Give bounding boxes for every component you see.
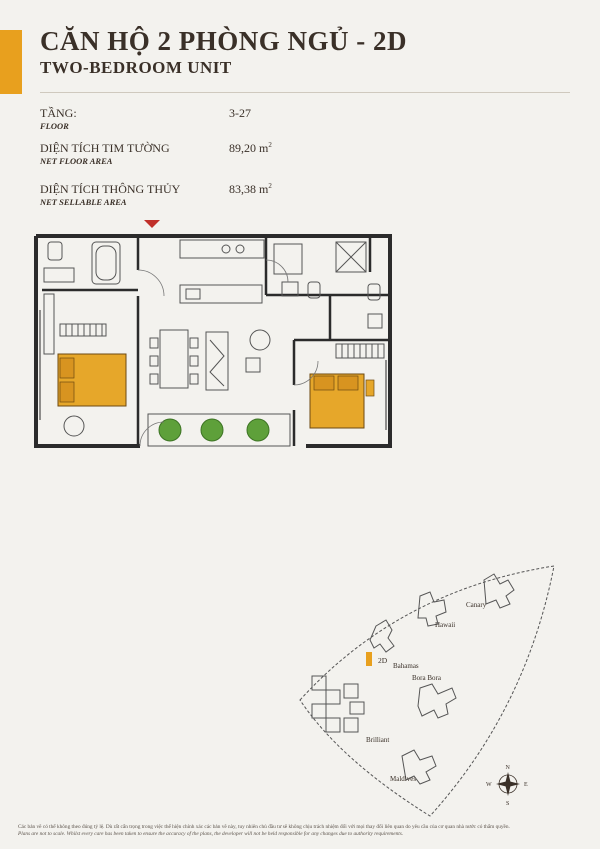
balcony: [147, 413, 291, 447]
unit-marker-label: 2D: [378, 656, 388, 665]
bathroom-fixtures: [43, 241, 383, 329]
inner-walls: [42, 236, 390, 446]
compass-north: N: [506, 765, 511, 771]
building-label-canary: Canary: [466, 601, 487, 609]
net-floor-area-label: DIỆN TÍCH TIM TƯỜNG: [40, 141, 170, 155]
net-sellable-area-label: DIỆN TÍCH THÔNG THỦY: [40, 182, 181, 196]
net-sellable-area-sublabel: NET SELLABLE AREA: [40, 197, 127, 207]
disclaimer-en: Plans are not to scale. Whilst every car…: [18, 831, 404, 837]
bed-bedroom-1: [57, 353, 127, 437]
building-label-hawaii: Hawaii: [435, 621, 455, 629]
floor-sublabel: FLOOR: [40, 121, 69, 131]
building-label-brilliant: Brilliant: [366, 736, 389, 744]
floor-plan: [34, 220, 392, 448]
net-floor-area-value: 89,20 m2: [229, 141, 272, 155]
bed-bedroom-2: [309, 373, 375, 429]
windows: [39, 310, 387, 430]
net-sellable-area-value: 83,38 m2: [229, 182, 272, 196]
living-set: [205, 329, 271, 391]
compass-south: S: [506, 801, 509, 807]
compass-east: E: [524, 782, 528, 788]
site-map: 2D Canary Hawaii Bahamas Bora Bora Brill…: [299, 565, 555, 817]
compass-west: W: [486, 782, 492, 788]
door-swings: [137, 259, 319, 447]
site-buildings: [311, 573, 515, 785]
building-label-maldives: Maldives: [390, 775, 416, 783]
disclaimer: Các bản vẽ có thể không theo đúng tỷ lệ.…: [18, 824, 583, 838]
page-subtitle: TWO-BEDROOM UNIT: [40, 58, 232, 77]
accent-bar: [0, 30, 22, 94]
wardrobe-bedroom-1: [43, 293, 107, 355]
entrance-marker: [144, 220, 160, 228]
dining-set: [149, 329, 199, 389]
floor-label: TẦNG:: [40, 106, 77, 120]
building-label-bahamas: Bahamas: [393, 662, 419, 670]
header-divider: [40, 92, 570, 93]
net-floor-area-sublabel: NET FLOOR AREA: [40, 156, 113, 166]
site-boundary: [299, 565, 555, 817]
kitchen: [179, 239, 265, 304]
wardrobe-bedroom-2: [335, 343, 385, 359]
unit-marker: [366, 652, 372, 666]
compass-rose: N E S W: [486, 765, 528, 807]
disclaimer-vi: Các bản vẽ có thể không theo đúng tỷ lệ.…: [18, 824, 510, 830]
building-label-bora-bora: Bora Bora: [412, 674, 442, 682]
floor-value: 3-27: [229, 106, 251, 120]
page-title: CĂN HỘ 2 PHÒNG NGỦ - 2D: [40, 26, 407, 56]
